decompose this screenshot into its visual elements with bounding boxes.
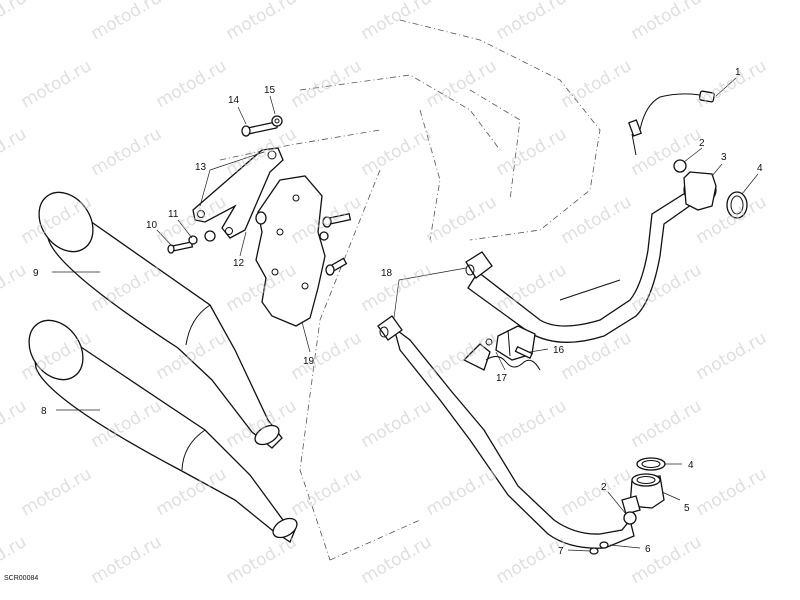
flange-3 <box>683 171 717 211</box>
watermark-text: motod.ru <box>493 396 571 452</box>
callout-7: 7 <box>558 546 564 557</box>
watermark-text: motod.ru <box>358 532 436 588</box>
callout-5: 5 <box>684 503 690 514</box>
flange-5 <box>621 473 665 515</box>
watermark-text: motod.ru <box>423 464 501 520</box>
watermark-text: motod.ru <box>358 124 436 180</box>
callout-4-lower: 4 <box>688 460 694 471</box>
bolt-6 <box>599 541 609 549</box>
leader-lines <box>52 77 759 552</box>
callout-8: 8 <box>41 406 47 417</box>
mounting-plate <box>255 175 326 327</box>
spring-17 <box>485 338 541 371</box>
washer-15 <box>271 115 283 127</box>
gasket-4-lower <box>636 457 666 471</box>
nut-2-lower <box>623 511 637 525</box>
watermark-text: motod.ru <box>0 396 30 452</box>
callout-1: 1 <box>735 67 741 78</box>
watermark-text: motod.ru <box>423 56 501 112</box>
callout-2-lower: 2 <box>601 482 607 493</box>
watermark-text: motod.ru <box>88 124 166 180</box>
callout-4: 4 <box>757 163 763 174</box>
nut-2-upper <box>673 159 687 173</box>
watermark-text: motod.ru <box>288 328 366 384</box>
callout-9: 9 <box>33 268 39 279</box>
callout-18: 18 <box>381 268 393 279</box>
watermark-text: motod.ru <box>0 124 30 180</box>
callout-layer: 1 2 3 4 9 10 11 12 13 14 15 16 17 18 19 … <box>33 67 763 557</box>
callout-17: 17 <box>496 373 508 384</box>
callout-12: 12 <box>233 258 245 269</box>
callout-14: 14 <box>228 95 240 106</box>
watermark-text: motod.ru <box>628 532 706 588</box>
clamp-18-lower <box>377 315 403 341</box>
watermark-text: motod.ru <box>358 260 436 316</box>
clamp-18-upper <box>465 251 493 279</box>
watermark-text: motod.ru <box>693 328 771 384</box>
callout-11: 11 <box>168 209 179 220</box>
watermark-text: motod.ru <box>288 464 366 520</box>
watermark-text: motod.ru <box>223 0 301 44</box>
engine-frame-outline <box>219 19 601 561</box>
watermark-text: motod.ru <box>493 124 571 180</box>
watermark-text: motod.ru <box>558 56 636 112</box>
muffler-upper <box>38 191 283 449</box>
muffler-lower <box>28 319 298 543</box>
watermark-text: motod.ru <box>223 532 301 588</box>
fastener-group-plate <box>319 213 352 276</box>
watermark-text: motod.ru <box>358 0 436 44</box>
callout-10: 10 <box>146 220 158 231</box>
watermark-text: motod.ru <box>693 464 771 520</box>
watermark-text: motod.ru <box>628 0 706 44</box>
watermark-text: motod.ru <box>493 260 571 316</box>
watermark-text: motod.ru <box>493 532 571 588</box>
watermark-text: motod.ru <box>0 0 30 44</box>
watermark-text: motod.ru <box>88 532 166 588</box>
watermark-text: motod.ru <box>18 464 96 520</box>
watermark-text: motod.ru <box>628 396 706 452</box>
bolt-7 <box>589 547 599 555</box>
header-pipe-upper <box>467 189 699 343</box>
callout-19: 19 <box>303 356 315 367</box>
drawing-code: SCR00084 <box>4 575 38 582</box>
fastener-group-left <box>167 211 267 254</box>
callout-16: 16 <box>553 345 565 356</box>
watermark-text: motod.ru <box>558 192 636 248</box>
clamp-16 <box>495 325 536 361</box>
watermark-text: motod.ru <box>423 192 501 248</box>
bracket-rear <box>192 147 284 239</box>
watermark-text: motod.ru <box>0 260 30 316</box>
watermark-text: motod.ru <box>153 56 231 112</box>
gasket-4-upper <box>726 191 748 219</box>
watermark-text: motod.ru <box>88 0 166 44</box>
callout-15: 15 <box>264 85 276 96</box>
callout-2: 2 <box>699 138 705 149</box>
callout-6: 6 <box>645 544 651 555</box>
watermark-text: motod.ru <box>358 396 436 452</box>
watermark-text: motod.ru <box>493 0 571 44</box>
callout-3: 3 <box>721 152 727 163</box>
watermark-text: motod.ru <box>288 56 366 112</box>
watermark-text: motod.ru <box>18 56 96 112</box>
watermark-text: motod.ru <box>693 56 771 112</box>
oxygen-sensor-1 <box>628 90 715 156</box>
callout-13: 13 <box>195 162 207 173</box>
watermark-text: motod.ru <box>558 464 636 520</box>
